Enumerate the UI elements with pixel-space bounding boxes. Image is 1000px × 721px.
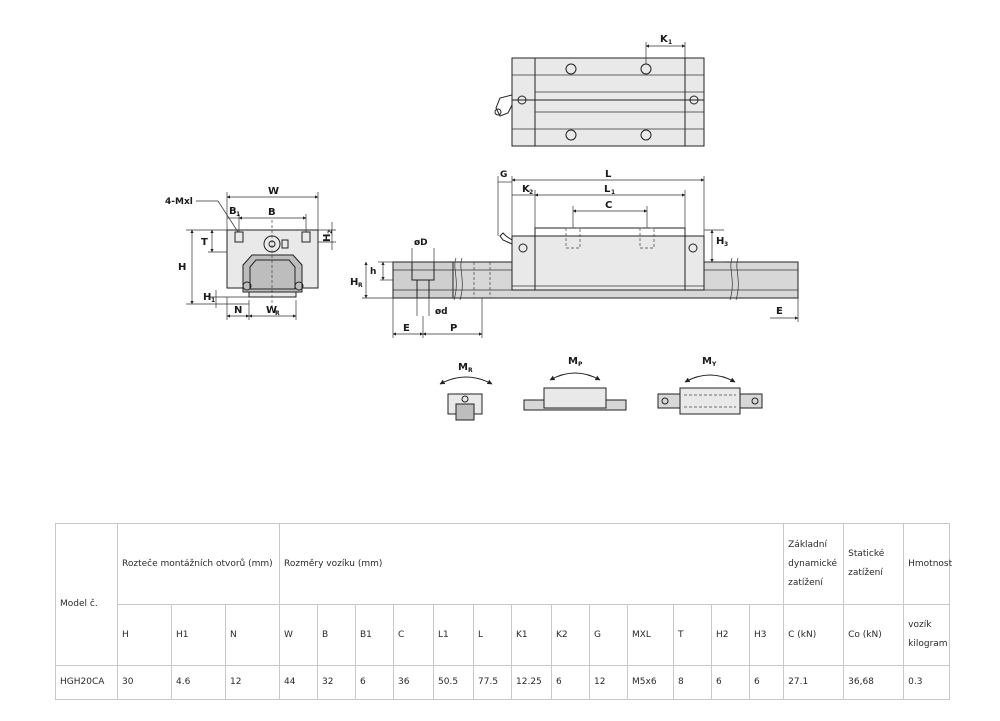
side-view: G L L 1 K 2 C H 3 øD ød h H R — [350, 169, 799, 338]
table-cell: 4.6 — [171, 665, 226, 700]
label-b1-sub: 1 — [236, 211, 240, 218]
label-hr-sub: R — [358, 282, 363, 289]
table-cell: 36 — [393, 665, 434, 700]
label-l1-sub: 1 — [611, 189, 615, 196]
label-l: L — [605, 169, 612, 180]
top-view: K 1 — [494, 34, 705, 147]
sub-header: B — [317, 604, 356, 666]
sub-header: W — [279, 604, 318, 666]
label-od: øD — [414, 238, 428, 248]
table-cell: 50.5 — [433, 665, 474, 700]
label-l1: L — [604, 184, 611, 195]
label-mp: M — [568, 356, 578, 367]
sub-header: G — [589, 604, 628, 666]
moment-mr: M R — [439, 362, 493, 421]
label-k2: K — [522, 184, 531, 195]
moment-mp: M P — [523, 356, 627, 411]
sub-header: L1 — [433, 604, 474, 666]
table-cell: 36,68 — [843, 665, 905, 700]
label-mp-sub: P — [578, 361, 583, 368]
weight-header: Hmotnost — [903, 523, 952, 605]
table-cell: 6 — [711, 665, 750, 700]
sub-header: H3 — [748, 604, 785, 666]
label-t: T — [201, 237, 208, 248]
label-k1-sub: 1 — [668, 39, 672, 46]
label-wr-sub: R — [275, 310, 280, 317]
label-g: G — [500, 170, 507, 180]
sub-header: L — [473, 604, 512, 666]
model-header: Model č. — [55, 523, 118, 666]
label-p: P — [450, 323, 457, 334]
label-e-left: E — [403, 323, 410, 334]
label-mxl: 4-Mxl — [165, 197, 193, 207]
table-cell: 32 — [317, 665, 356, 700]
table-row: HGH20CA 30 4.6 12 44 32 6 36 50.5 77.5 1… — [55, 665, 951, 700]
table-cell: 30 — [117, 665, 172, 700]
label-my: M — [702, 356, 712, 367]
sub-header: H1 — [171, 604, 226, 666]
label-e-right: E — [776, 306, 783, 317]
sub-header: MXL — [627, 604, 674, 666]
label-k1: K — [660, 34, 669, 45]
end-view: 4-Mxl W B B 1 H T H 1 H 2 — [165, 186, 336, 320]
spec-table: Model č. Rozteče montážních otvorů (mm) … — [55, 523, 952, 700]
static-load-header: Statické zatížení — [843, 523, 905, 605]
label-c: C — [605, 200, 612, 211]
table-cell: M5x6 — [627, 665, 674, 700]
sub-header: K1 — [511, 604, 552, 666]
label-b1: B — [229, 206, 237, 217]
moment-my: M Y — [657, 356, 763, 415]
label-h1-sub: 1 — [211, 297, 215, 304]
label-h2-sub: 2 — [327, 230, 334, 234]
table-cell: 44 — [279, 665, 318, 700]
label-h2: H — [322, 234, 333, 242]
dynamic-load-header: Základní dynamické zatížení — [783, 523, 845, 605]
label-h: H — [178, 262, 186, 273]
sub-header: Co (kN) — [843, 604, 905, 666]
table-cell: 12.25 — [511, 665, 552, 700]
table-cell: 77.5 — [473, 665, 512, 700]
sub-header: C — [393, 604, 434, 666]
label-h3-sub: 3 — [724, 241, 728, 248]
label-wr: W — [266, 305, 277, 316]
label-small-h: h — [370, 267, 376, 277]
table-cell: 0.3 — [903, 665, 951, 700]
label-d: ød — [435, 307, 448, 317]
table-cell: 6 — [551, 665, 590, 700]
technical-drawing: K 1 4-Mxl W B B 1 H — [165, 34, 799, 421]
label-n: N — [234, 305, 242, 316]
table-cell: 12 — [225, 665, 280, 700]
label-h3: H — [716, 236, 724, 247]
sub-header: T — [673, 604, 712, 666]
sub-header: N — [225, 604, 280, 666]
label-w: W — [268, 186, 279, 197]
header-row-groups: Model č. Rozteče montážních otvorů (mm) … — [55, 523, 952, 666]
mount-header: Rozteče montážních otvorů (mm) — [117, 523, 280, 605]
sub-header: H2 — [711, 604, 750, 666]
label-mr-sub: R — [468, 367, 473, 374]
header-row-params: H H1 N W B B1 C L1 L K1 K2 G MXL T H2 H3… — [56, 604, 951, 666]
table-cell: 12 — [589, 665, 628, 700]
sub-header: B1 — [355, 604, 394, 666]
sub-header: H — [117, 604, 172, 666]
table-cell: 27.1 — [783, 665, 845, 700]
carriage-header: Rozměry vozíku (mm) — [278, 523, 785, 605]
table-cell: 6 — [748, 665, 785, 700]
sub-header: K2 — [551, 604, 590, 666]
label-my-sub: Y — [711, 361, 717, 368]
label-hr: H — [350, 277, 358, 288]
label-b: B — [268, 207, 276, 218]
label-mr: M — [458, 362, 468, 373]
label-k2-sub: 2 — [529, 189, 533, 196]
sub-header: C (kN) — [783, 604, 845, 666]
table-cell: 8 — [673, 665, 712, 700]
sub-header: vozík kilogram — [903, 604, 951, 666]
label-h1: H — [203, 292, 211, 303]
cell-model: HGH20CA — [55, 665, 118, 700]
table-cell: 6 — [355, 665, 394, 700]
